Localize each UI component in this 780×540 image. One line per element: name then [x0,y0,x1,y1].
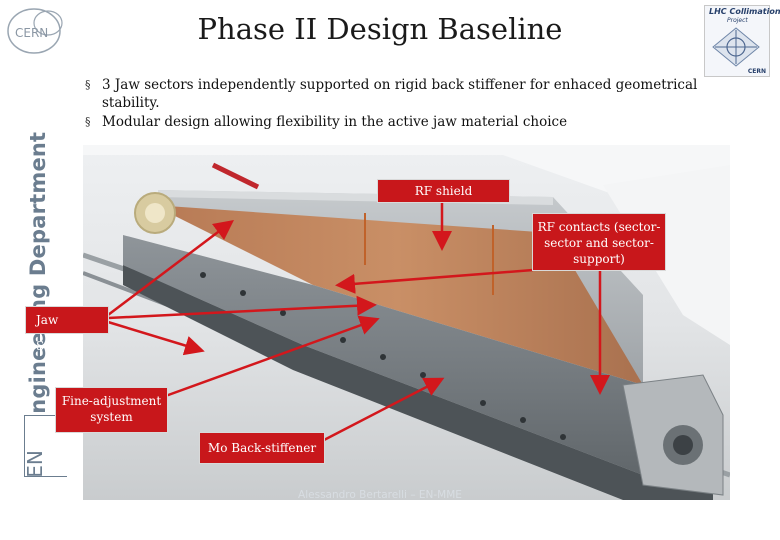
lhc-logo-line2: Project [727,17,748,24]
bullet-list: § 3 Jaw sectors independently supported … [82,76,722,132]
bullet-marker: § [85,115,91,128]
department-label: Engineering Department [26,131,50,429]
bullet-text: 3 Jaw sectors independently supported on… [102,77,698,111]
cern-logo: CERN [7,8,63,54]
bullet-marker: § [85,78,91,91]
bullet-text: Modular design allowing flexibility in t… [102,114,568,130]
slide-title: Phase II Design Baseline [197,12,563,46]
callout-rf-shield: RF shield [378,180,509,202]
bullet-item: § 3 Jaw sectors independently supported … [82,76,722,112]
callout-jaw-sectors: Jaw Sectors [26,307,108,353]
collimation-diagram-icon [712,27,760,67]
lhc-logo-line3: CERN [747,68,766,75]
callout-rf-contacts: RF contacts (sector-sector and sector-su… [533,214,665,270]
footer-author: Alessandro Bertarelli – EN-MME [298,489,462,501]
callout-mo-back-stiffener: Mo Back-stiffener [200,433,324,463]
en-badge-text: EN [23,450,47,478]
callout-fine-adjustment: Fine-adjustment system [56,388,167,432]
cern-logo-text: CERN [15,26,48,40]
lhc-collimation-logo: LHC Collimation Project CERN [704,5,780,77]
lhc-logo-line1: LHC Collimation [709,7,780,16]
bullet-item: § Modular design allowing flexibility in… [82,113,722,131]
